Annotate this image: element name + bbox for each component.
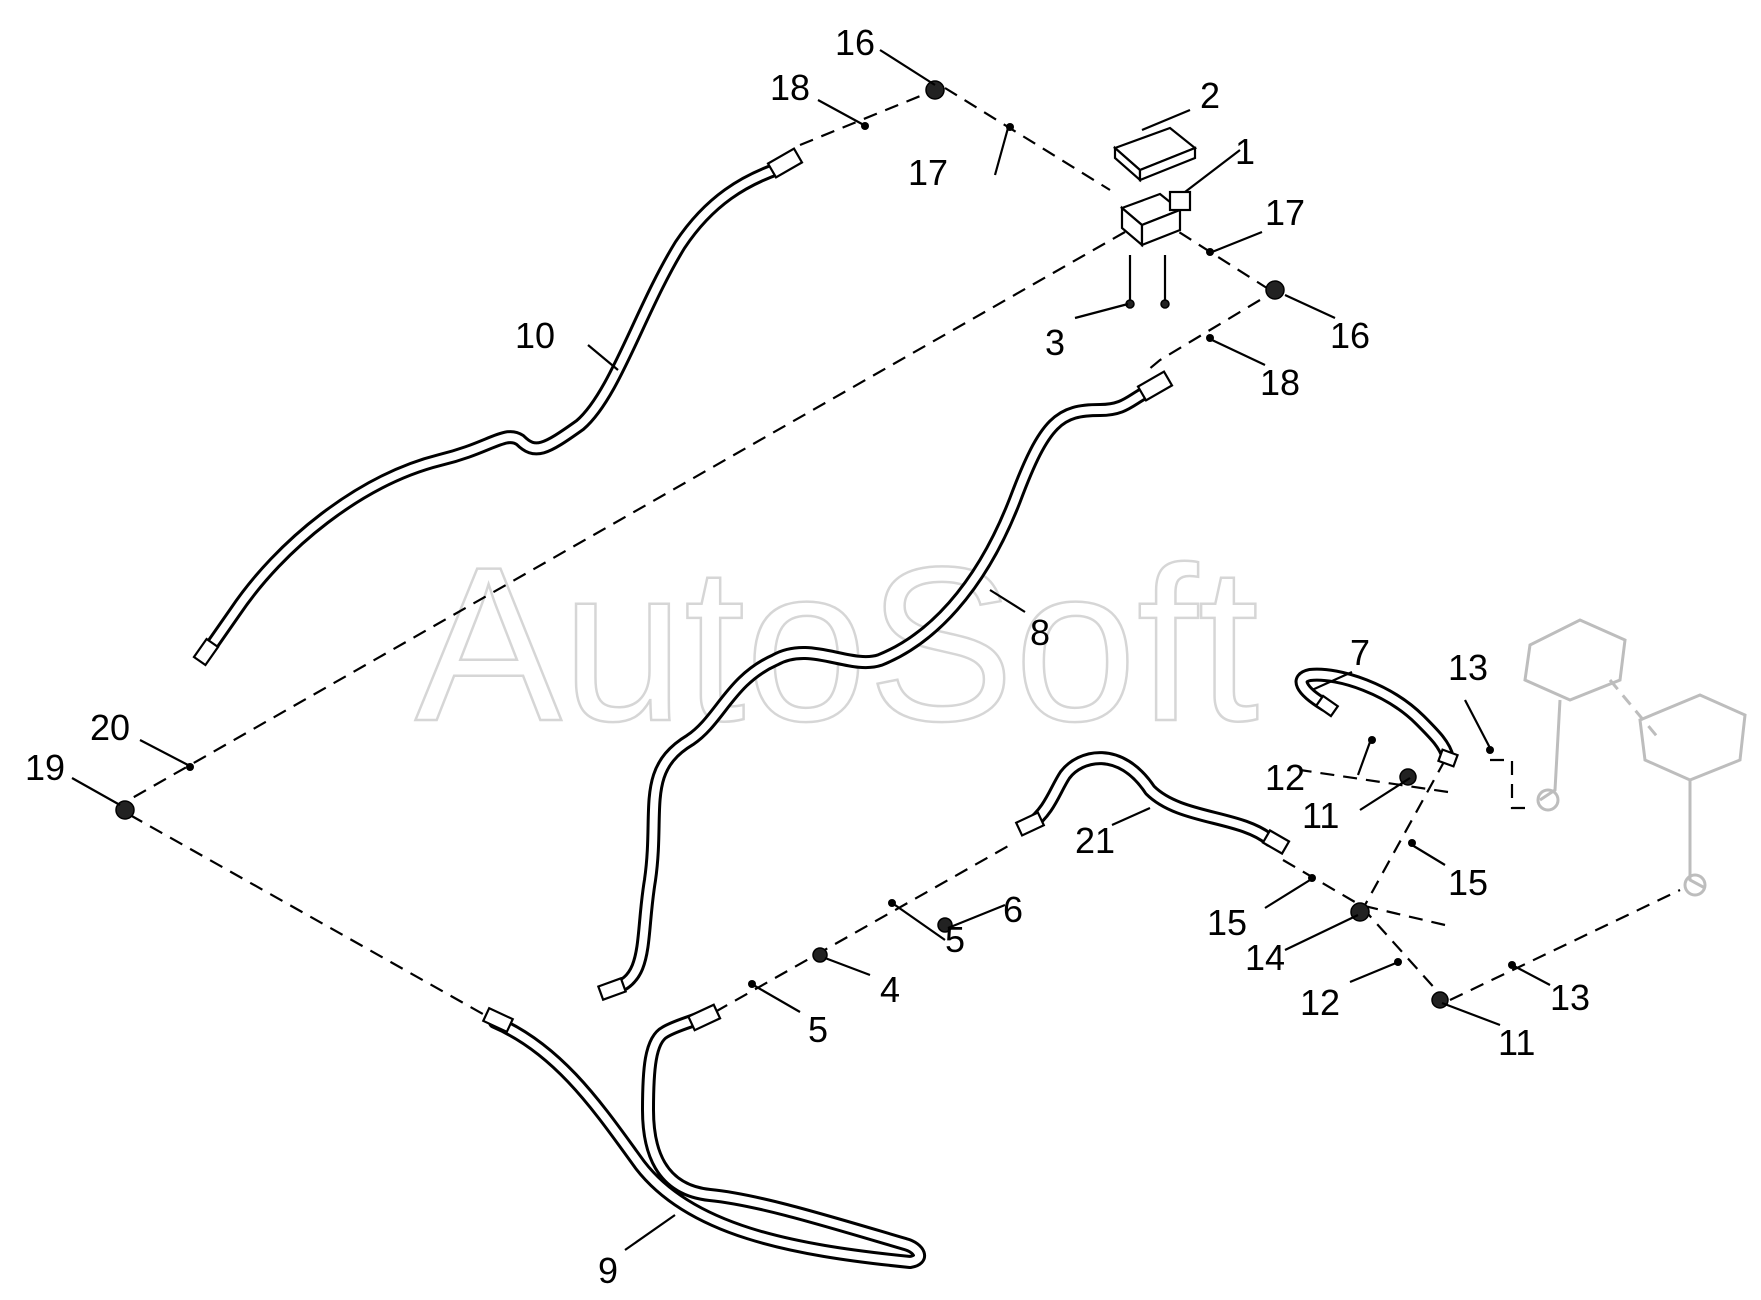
callout-18-top: 18 (770, 67, 810, 108)
callout-13-lower: 13 (1550, 977, 1590, 1018)
ghost-bracket (1523, 618, 1747, 897)
assembly-lines (119, 87, 1681, 1019)
callout-21: 21 (1075, 820, 1115, 861)
hose-8 (603, 383, 1157, 997)
callout-8: 8 (1030, 612, 1050, 653)
callout-2: 2 (1200, 75, 1220, 116)
callout-11-upper: 11 (1302, 795, 1339, 836)
callout-16-top: 16 (835, 22, 875, 63)
hose-21 (1023, 751, 1277, 847)
valve-assembly (1112, 126, 1198, 309)
callout-20: 20 (90, 707, 130, 748)
callout-10: 10 (515, 315, 555, 356)
callout-labels: 1 2 3 4 5 5 6 7 8 9 10 11 11 12 12 13 13… (25, 22, 1590, 1291)
callout-12-lower: 12 (1300, 982, 1340, 1023)
callout-12-upper: 12 (1265, 757, 1305, 798)
watermark: AutoSoft (415, 521, 1259, 767)
callout-7: 7 (1350, 632, 1370, 673)
callout-19: 19 (25, 747, 65, 788)
callout-11-lower: 11 (1498, 1022, 1535, 1063)
callout-17-left: 17 (908, 152, 948, 193)
callout-14: 14 (1245, 937, 1285, 978)
callout-15-right: 15 (1448, 862, 1488, 903)
callout-1: 1 (1235, 131, 1255, 172)
leader-lines (71, 49, 1551, 1251)
callout-6: 6 (1003, 889, 1023, 930)
callout-9: 9 (598, 1250, 618, 1291)
hose-10 (198, 161, 787, 662)
hose-fittings (192, 147, 1459, 1034)
callout-3: 3 (1045, 322, 1065, 363)
callout-15-left: 15 (1207, 902, 1247, 943)
hose-7 (1294, 667, 1455, 765)
callout-16-right: 16 (1330, 315, 1370, 356)
callout-4: 4 (880, 969, 900, 1010)
callout-5-lower: 5 (808, 1009, 828, 1050)
callout-13-upper: 13 (1448, 647, 1488, 688)
hose-9 (488, 1011, 926, 1269)
callout-18-right: 18 (1260, 362, 1300, 403)
callout-5-upper: 5 (945, 919, 965, 960)
callout-17-right: 17 (1265, 192, 1305, 233)
